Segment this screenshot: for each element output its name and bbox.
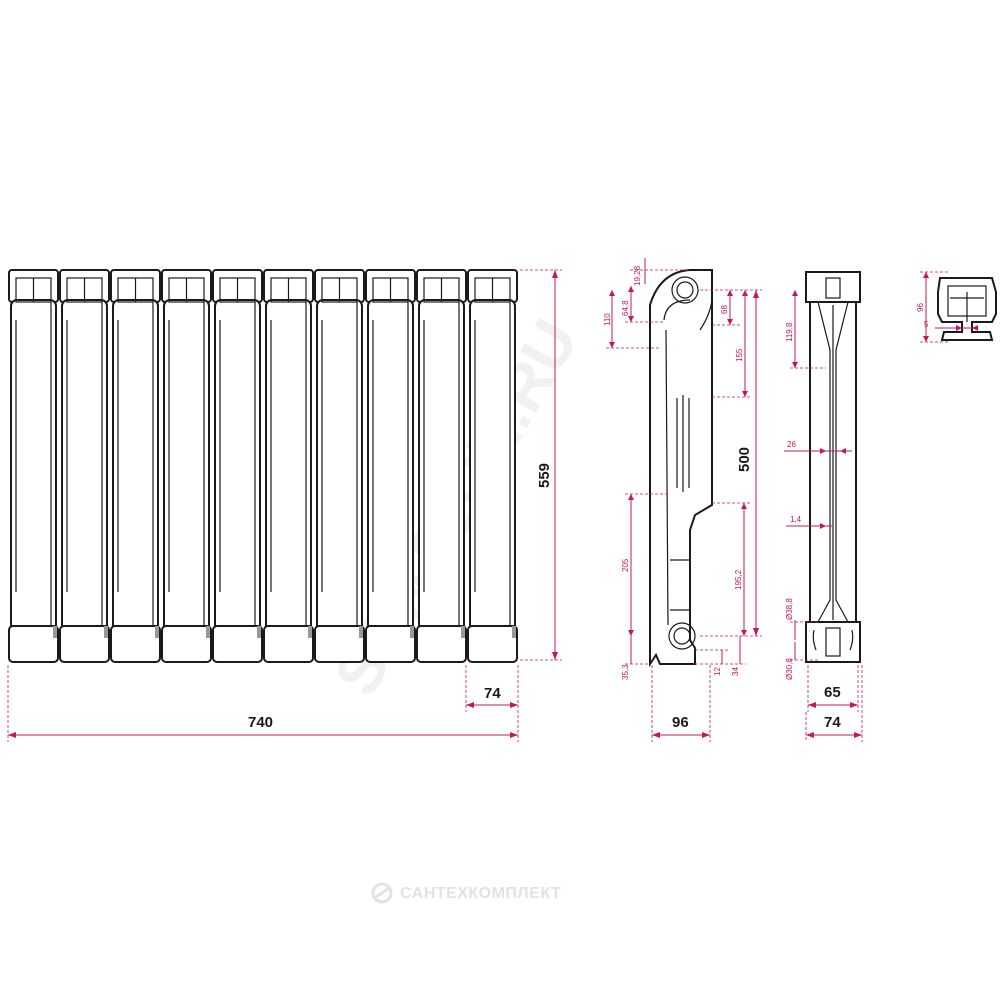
- front-dimensions: 740 74 559: [7, 269, 562, 742]
- dim-110: 110: [603, 313, 612, 326]
- dim-section-width: 74: [484, 685, 501, 702]
- dim-12: 12: [713, 667, 722, 676]
- section-view: [805, 271, 861, 663]
- footer-logo-icon: [371, 882, 393, 904]
- dim-d38-8: Ø38,8: [785, 598, 794, 620]
- top-view: [937, 277, 997, 341]
- dim-26: 26: [787, 440, 796, 449]
- dim-total-width: 740: [248, 714, 273, 731]
- dim-section-width: 74: [824, 714, 841, 731]
- section-dimensions: 119,8 26 1,4 Ø38,8 Ø30,8 65 74: [784, 290, 863, 742]
- radiator-section: [110, 269, 161, 663]
- dim-205: 205: [621, 558, 630, 572]
- radiator-section: [467, 269, 518, 663]
- dim-section-depth: 65: [824, 684, 841, 701]
- front-view: [8, 269, 518, 663]
- dim-34: 34: [731, 667, 740, 676]
- top-dimensions: 96 5: [916, 271, 978, 343]
- dim-119-8: 119,8: [785, 322, 794, 342]
- dim-1-4: 1,4: [790, 515, 802, 524]
- dim-155: 155: [735, 348, 744, 362]
- radiator-section: [8, 269, 59, 663]
- side-dimensions: 96 500 19,28 64,8 110 68 155 2: [603, 258, 762, 742]
- radiator-section: [365, 269, 416, 663]
- dim-19-28: 19,28: [633, 265, 642, 286]
- radiator-section: [161, 269, 212, 663]
- footer-brand: САНТЕХКОМПЛЕКТ: [400, 885, 561, 902]
- dim-d30-8: Ø30,8: [785, 658, 794, 680]
- dim-195-2: 195,2: [734, 569, 743, 590]
- dim-total-height: 559: [536, 463, 553, 488]
- radiator-section: [59, 269, 110, 663]
- dim-35-3: 35,3: [621, 664, 630, 680]
- side-view: [649, 269, 713, 668]
- dim-64-8: 64,8: [621, 300, 630, 316]
- radiator-section: [416, 269, 467, 663]
- dim-depth: 96: [672, 714, 689, 731]
- dim-top-96: 96: [916, 303, 925, 312]
- radiator-section: [263, 269, 314, 663]
- dim-top-5: 5: [924, 320, 929, 329]
- dim-68: 68: [720, 305, 729, 314]
- radiator-section: [314, 269, 365, 663]
- radiator-section: [212, 269, 263, 663]
- dim-axis-distance: 500: [736, 447, 753, 472]
